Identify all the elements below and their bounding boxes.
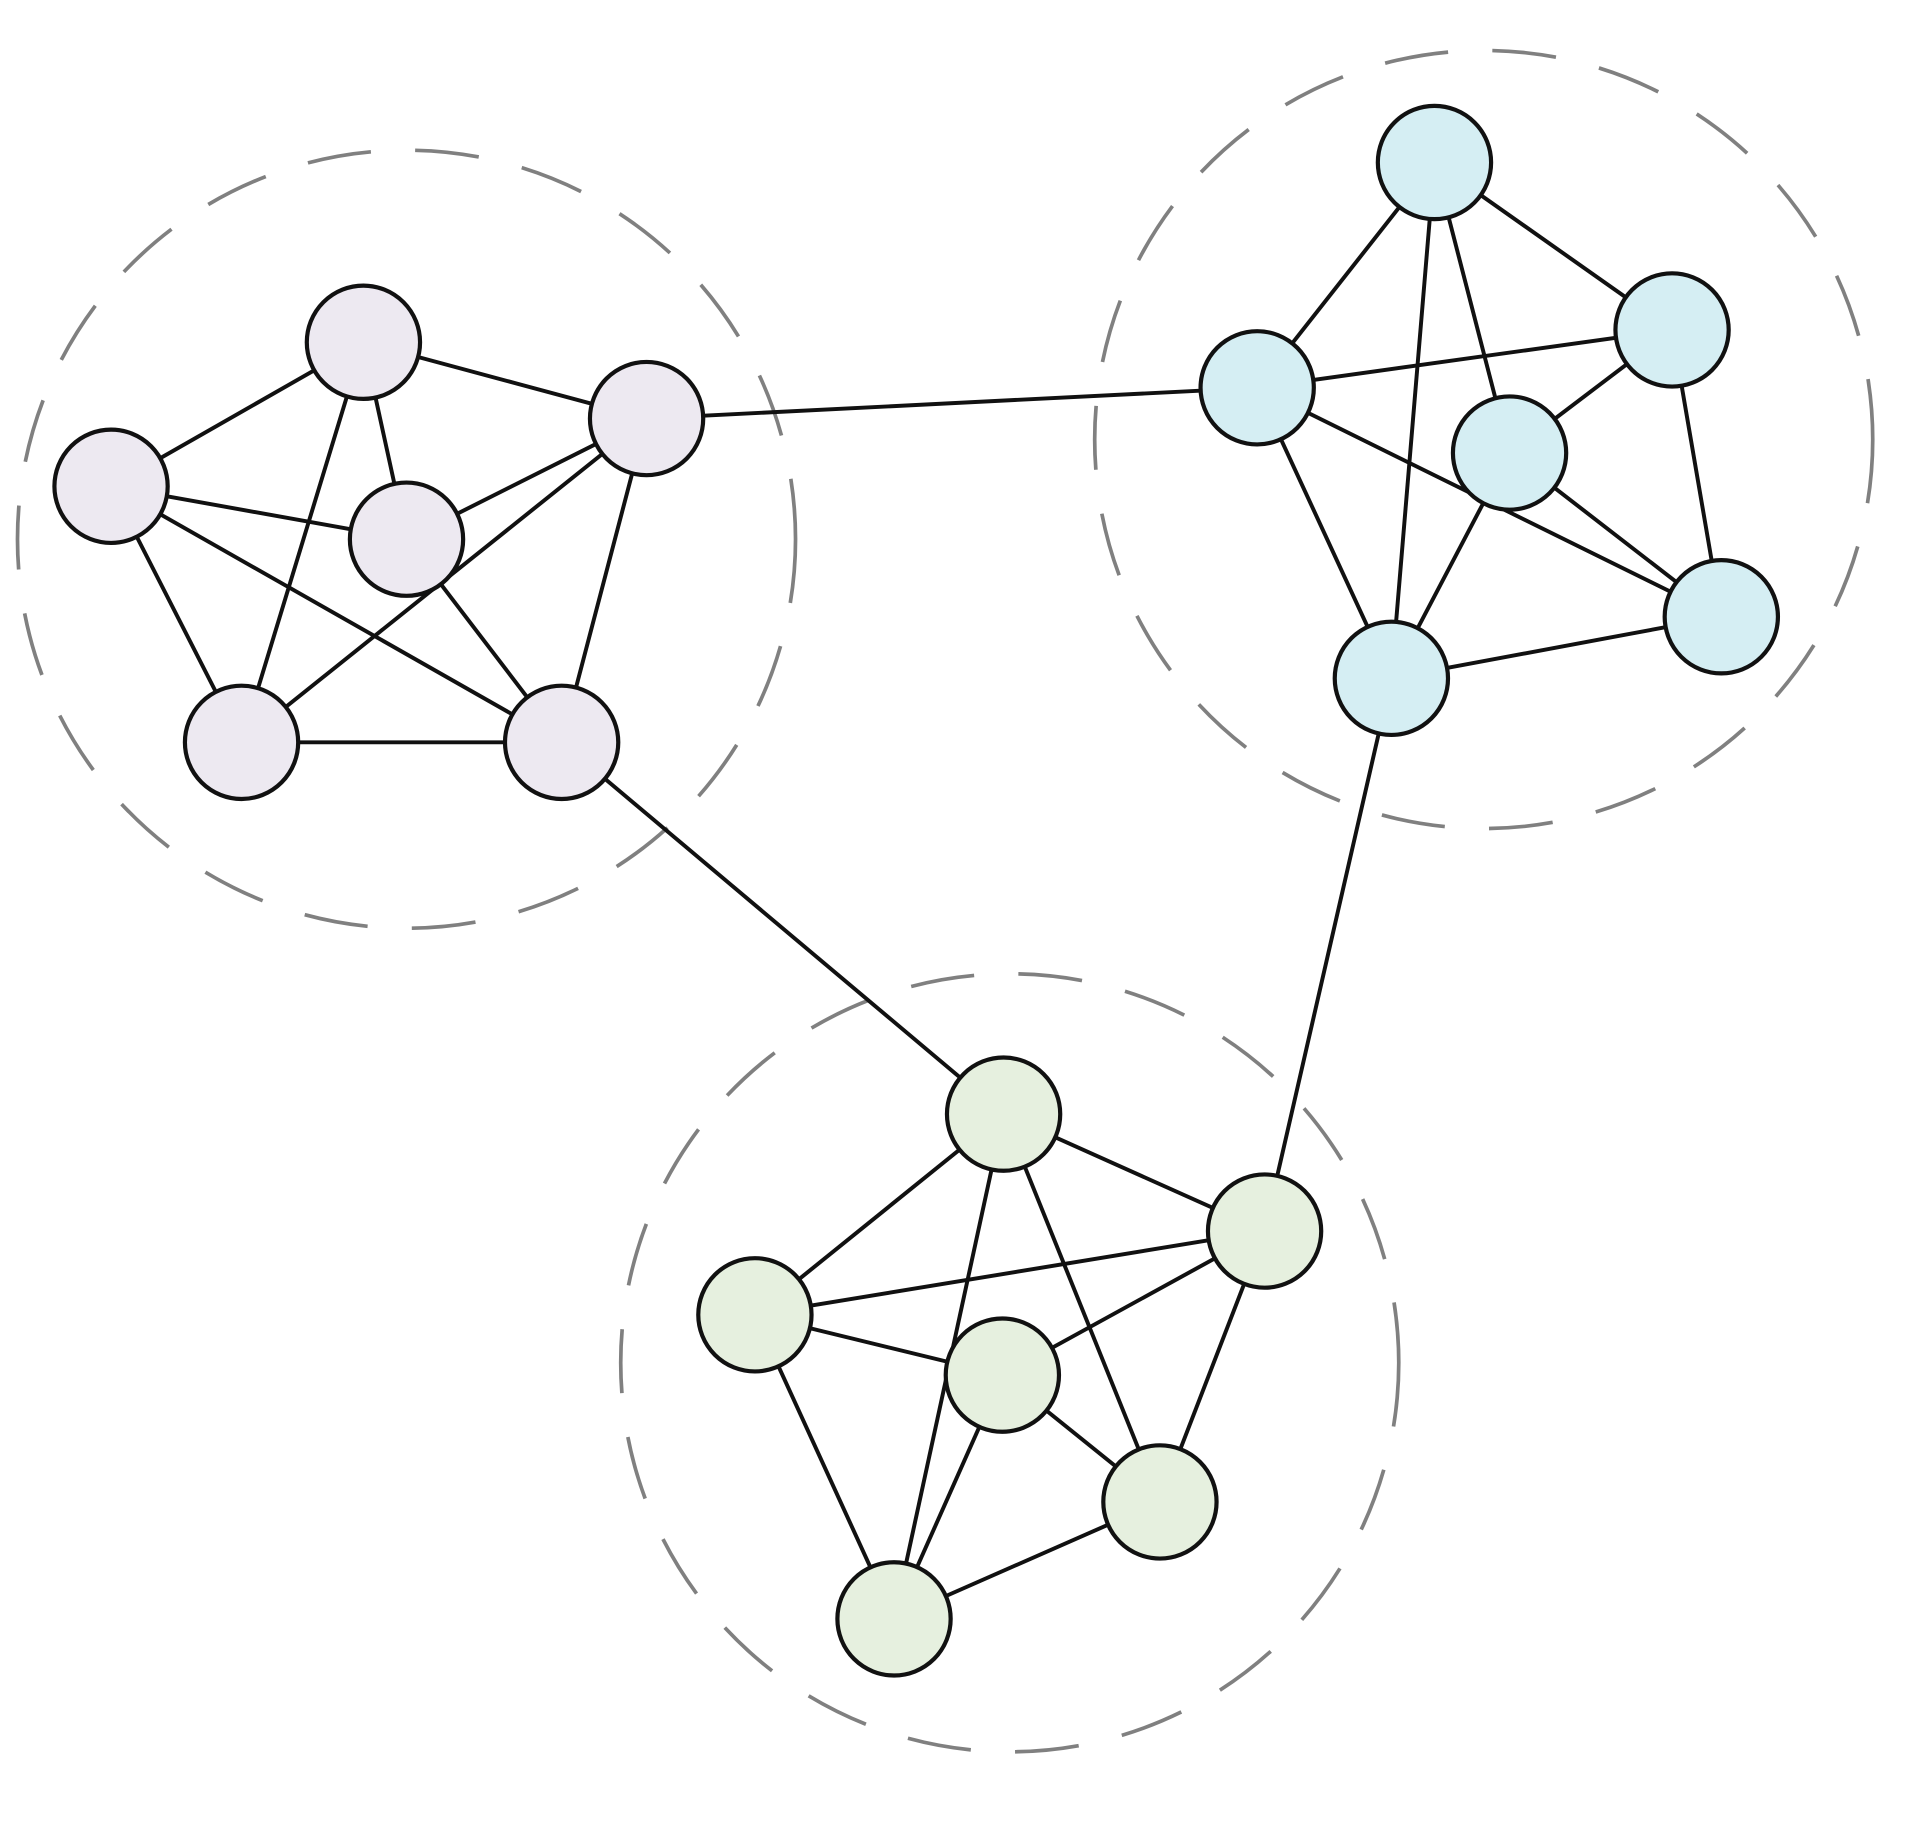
edge-a1-a5 bbox=[110, 484, 563, 745]
node-c0 bbox=[944, 1055, 1063, 1173]
edge-c0-c4 bbox=[1001, 1113, 1162, 1503]
node-a4 bbox=[182, 683, 301, 802]
inter-cluster-edge-a5-c0 bbox=[560, 740, 1005, 1116]
node-a0 bbox=[304, 283, 423, 401]
edge-a0-a4 bbox=[239, 341, 366, 743]
node-b4 bbox=[1662, 558, 1781, 676]
inter-cluster-edge-b5-c1 bbox=[1262, 677, 1394, 1232]
node-b1 bbox=[1198, 329, 1316, 447]
cluster-ring-a bbox=[15, 148, 798, 931]
node-a5 bbox=[502, 683, 621, 802]
node-c5 bbox=[835, 1560, 953, 1678]
node-a1 bbox=[52, 427, 170, 545]
node-b2 bbox=[1613, 271, 1731, 389]
edge-b0-b5 bbox=[1389, 162, 1437, 679]
node-b5 bbox=[1332, 619, 1451, 738]
node-c1 bbox=[1205, 1172, 1324, 1290]
edge-b1-b2 bbox=[1256, 327, 1673, 390]
node-c2 bbox=[696, 1256, 814, 1374]
node-a2 bbox=[587, 359, 706, 478]
node-a3 bbox=[347, 480, 466, 598]
node-c3 bbox=[943, 1316, 1062, 1434]
inter-cluster-edge-a2-b1 bbox=[646, 385, 1258, 421]
edge-c1-c2 bbox=[754, 1229, 1265, 1317]
node-c4 bbox=[1101, 1443, 1219, 1561]
nodes bbox=[52, 103, 1781, 1678]
cluster-rings bbox=[15, 48, 1875, 1754]
cluster-ring-c bbox=[618, 971, 1401, 1754]
node-b3 bbox=[1450, 394, 1569, 512]
node-b0 bbox=[1375, 103, 1494, 222]
cluster-ring-b bbox=[1092, 48, 1875, 831]
